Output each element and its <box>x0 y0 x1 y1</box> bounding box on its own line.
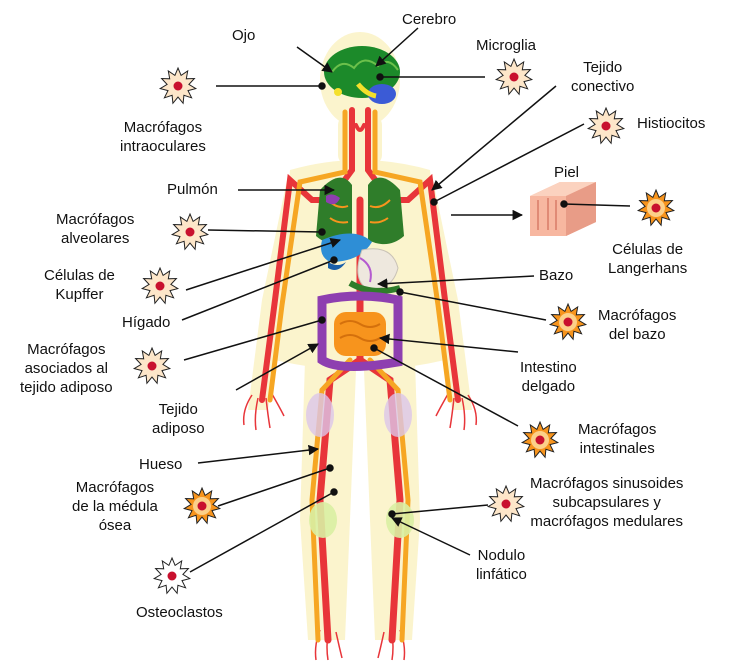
label-macrofagos-intestinales-line1: Macrófagos <box>578 420 656 439</box>
label-hueso: Hueso <box>139 455 182 474</box>
label-intestino-delgado-line2: delgado <box>520 377 577 396</box>
cell-intraoculares-nucleus <box>174 82 183 91</box>
label-celulas-kupffer-line1: Células de <box>44 266 115 285</box>
label-tejido-adiposo-line2: adiposo <box>152 419 205 438</box>
label-macrofagos-bazo: Macrófagos del bazo <box>598 306 676 344</box>
cell-histiocitos <box>588 108 624 143</box>
label-macrofagos-alveolares-line1: Macrófagos <box>56 210 134 229</box>
label-celulas-langerhans-line2: Langerhans <box>608 259 687 278</box>
cell-histiocitos-nucleus <box>602 122 611 131</box>
label-higado: Hígado <box>122 313 170 332</box>
label-histiocitos: Histiocitos <box>637 114 705 133</box>
cell-intraoculares <box>160 68 196 103</box>
hands-and-feet <box>244 394 477 660</box>
cell-adiposo <box>134 348 170 383</box>
label-celulas-langerhans-line1: Células de <box>608 240 687 259</box>
label-pulmon: Pulmón <box>167 180 218 199</box>
label-osteoclastos: Osteoclastos <box>136 603 223 622</box>
cell-langerhans-nucleus <box>652 204 661 213</box>
label-macrofagos-intestinales: Macrófagos intestinales <box>578 420 656 458</box>
label-tejido-conectivo-line2: conectivo <box>571 77 634 96</box>
cell-medula <box>184 488 220 523</box>
label-intestino-delgado-line1: Intestino <box>520 358 577 377</box>
label-macrofagos-sinusoides: Macrófagos sinusoides subcapsulares y ma… <box>530 474 683 531</box>
label-macrofagos-medula-line1: Macrófagos <box>72 478 158 497</box>
label-macrofagos-alveolares-line2: alveolares <box>56 229 134 248</box>
label-tejido-conectivo-line1: Tejido <box>571 58 634 77</box>
label-piel: Piel <box>554 163 579 182</box>
cell-medula-nucleus <box>198 502 207 511</box>
label-macrofagos-intestinales-line2: intestinales <box>578 439 656 458</box>
cell-bazo-nucleus <box>564 318 573 327</box>
label-macrofagos-bazo-line1: Macrófagos <box>598 306 676 325</box>
label-macrofagos-adiposo-line1: Macrófagos <box>20 340 113 359</box>
cell-intestinales <box>522 422 558 457</box>
label-macrofagos-intraoculares: Macrófagos intraoculares <box>120 118 206 156</box>
cell-osteoclastos <box>154 558 190 593</box>
cell-intestinales-nucleus <box>536 436 545 445</box>
label-macrofagos-sinusoides-line1: Macrófagos sinusoides <box>530 474 683 493</box>
label-nodulo-linfatico-line1: Nodulo <box>476 546 527 565</box>
label-macrofagos-adiposo-line2: asociados al <box>20 359 113 378</box>
cell-osteoclastos-nucleus <box>168 572 177 581</box>
label-macrofagos-medula-line3: ósea <box>72 516 158 535</box>
label-macrofagos-sinusoides-line2: subcapsulares y <box>530 493 683 512</box>
cell-microglia <box>496 59 532 94</box>
label-celulas-kupffer: Células de Kupffer <box>44 266 115 304</box>
label-ojo: Ojo <box>232 26 255 45</box>
label-macrofagos-adiposo-line3: tejido adiposo <box>20 378 113 397</box>
skin-section <box>530 182 596 236</box>
cell-adiposo-nucleus <box>148 362 157 371</box>
cell-sinusoides-nucleus <box>502 500 511 509</box>
label-macrofagos-intraoculares-line2: intraoculares <box>120 137 206 156</box>
cell-microglia-nucleus <box>510 73 519 82</box>
label-celulas-kupffer-line2: Kupffer <box>44 285 115 304</box>
cell-kupffer <box>142 268 178 303</box>
label-macrofagos-medula: Macrófagos de la médula ósea <box>72 478 158 535</box>
label-bazo: Bazo <box>539 266 573 285</box>
label-macrofagos-alveolares: Macrófagos alveolares <box>56 210 134 248</box>
cell-sinusoides <box>488 486 524 521</box>
label-nodulo-linfatico-line2: linfático <box>476 565 527 584</box>
label-tejido-adiposo-line1: Tejido <box>152 400 205 419</box>
cell-alveolares-nucleus <box>186 228 195 237</box>
label-macrofagos-medula-line2: de la médula <box>72 497 158 516</box>
label-macrofagos-bazo-line2: del bazo <box>598 325 676 344</box>
label-macrofagos-adiposo: Macrófagos asociados al tejido adiposo <box>20 340 113 397</box>
label-intestino-delgado: Intestino delgado <box>520 358 577 396</box>
label-tejido-conectivo: Tejido conectivo <box>571 58 634 96</box>
label-microglia: Microglia <box>476 36 536 55</box>
cell-langerhans <box>638 190 674 225</box>
cell-alveolares <box>172 214 208 249</box>
label-macrofagos-intraoculares-line1: Macrófagos <box>120 118 206 137</box>
label-cerebro: Cerebro <box>402 10 456 29</box>
label-nodulo-linfatico: Nodulo linfático <box>476 546 527 584</box>
label-macrofagos-sinusoides-line3: macrófagos medulares <box>530 512 683 531</box>
label-tejido-adiposo: Tejido adiposo <box>152 400 205 438</box>
cell-bazo <box>550 304 586 339</box>
label-celulas-langerhans: Células de Langerhans <box>608 240 687 278</box>
cell-kupffer-nucleus <box>156 282 165 291</box>
